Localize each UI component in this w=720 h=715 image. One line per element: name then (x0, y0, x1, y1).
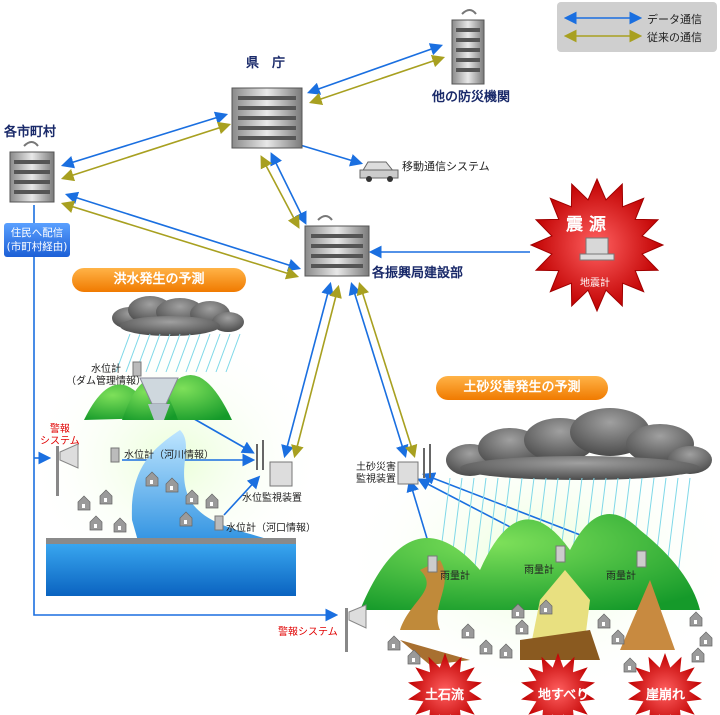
rain-streak (205, 333, 221, 373)
mobile-system-label: 移動通信システム (402, 160, 490, 173)
landslide-badge: 土砂災害発生の予測 (436, 376, 608, 400)
other-agencies-label: 他の防災機関 (432, 90, 511, 105)
landslide-alarm-label: 警報システム (278, 627, 338, 638)
legend: データ通信 従来の通信 (557, 2, 717, 52)
construction-office-label: 各振興局建設部 (372, 266, 464, 281)
conventional-links (60, 55, 446, 459)
landslide-scene (345, 408, 713, 715)
municipalities-label: 各市町村 (4, 125, 57, 140)
epicenter-title: 震 源 (566, 215, 606, 235)
cliff-collapse-label: 崖崩れ (646, 688, 686, 703)
flood-monitor-device (256, 440, 293, 487)
rain-streak (215, 333, 231, 373)
flood-alarm-label: 警報 システム (40, 424, 80, 447)
municipality-building (9, 141, 55, 203)
rain-streak (125, 333, 141, 373)
flood-monitor-label: 水位監視装置 (242, 493, 302, 504)
flood-badge: 洪水発生の予測 (72, 268, 246, 292)
rain-gauge-label-3: 雨量計 (606, 571, 636, 582)
rain-streak (225, 333, 241, 373)
landslip-label: 地すべり (538, 688, 590, 703)
landslide-monitor-device (397, 444, 431, 485)
mobile-vehicle (359, 161, 399, 182)
distribution-badge: 住民へ配信 (市町村経由) (4, 223, 70, 257)
rain-gauge-label-1: 雨量計 (440, 571, 470, 582)
rain-streak (115, 333, 131, 373)
rain-streak (195, 333, 211, 373)
other-agencies-building (451, 9, 485, 85)
rain-streak (165, 333, 181, 373)
epicenter-burst (529, 177, 665, 313)
prefecture-label: 県 庁 (246, 56, 286, 71)
prefecture-building (231, 87, 303, 149)
legend-data-comm: データ通信 (647, 13, 702, 26)
water-gauge-estuary-label: 水位計（河口情報） (226, 523, 316, 534)
water-gauge-icons (110, 361, 224, 531)
seismometer-icon (585, 237, 609, 255)
house-icon (691, 647, 705, 663)
rain-streak (155, 333, 171, 373)
seismometer-label: 地震計 (580, 278, 610, 289)
rain-gauge-label-2: 雨量計 (524, 565, 554, 576)
water-gauge-dam-label: 水位計 （ダム管理情報） (66, 364, 146, 387)
landslide-monitor-label: 土砂災害 監視装置 (356, 462, 396, 485)
construction-office-building (304, 215, 370, 277)
flood-scene (46, 296, 296, 596)
rain-streak (175, 333, 191, 373)
debris-flow-label: 土石流 (425, 688, 465, 703)
legend-conventional-comm: 従来の通信 (647, 31, 702, 44)
rain-streak (145, 333, 161, 373)
water-gauge-river-label: 水位計（河川情報） (124, 450, 214, 461)
rain-gauge-icons (427, 545, 647, 573)
flood-alarm-speaker (56, 443, 79, 496)
landslide-alarm-speaker (345, 604, 367, 652)
legend-arrows (563, 11, 643, 43)
rain-streak (185, 333, 201, 373)
